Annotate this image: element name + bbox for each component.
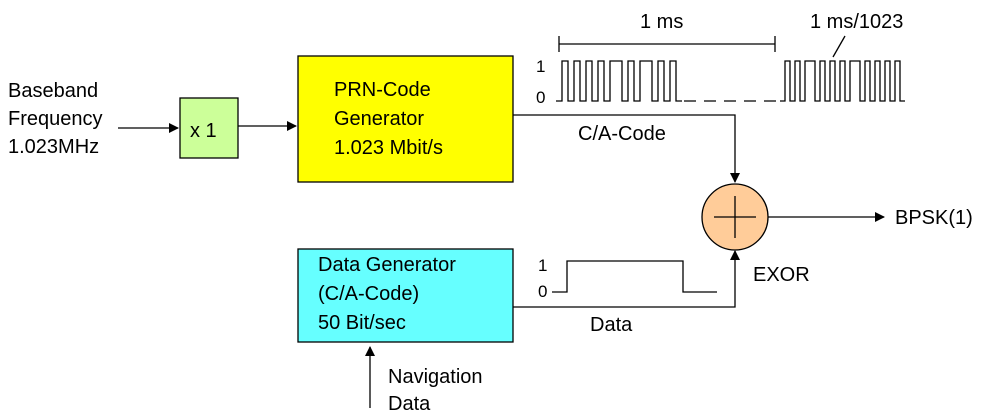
multiplier-block: x 1 <box>179 97 239 159</box>
output-label: BPSK(1) <box>895 207 973 229</box>
chip-pointer-line <box>832 35 846 58</box>
data-waveform: 1 0 <box>538 256 717 301</box>
data-generator-box <box>297 248 514 343</box>
prn-generator-box <box>297 55 514 183</box>
exor-gate <box>701 183 769 251</box>
data-generator-line1: Data Generator <box>318 254 456 276</box>
period-label: 1 ms <box>640 11 683 33</box>
data-level-low: 0 <box>538 282 547 301</box>
data-generator-line2: (C/A-Code) <box>318 283 419 305</box>
data-level-high: 1 <box>538 256 547 275</box>
navigation-label-line1: Navigation <box>388 366 483 388</box>
input-label: Baseband Frequency 1.023MHz <box>8 80 103 158</box>
input-label-line2: Frequency <box>8 108 103 130</box>
code-level-high: 1 <box>536 57 545 76</box>
data-generator-line3: 50 Bit/sec <box>318 312 406 334</box>
code-waveform-segment-end <box>780 60 905 102</box>
data-waveform-trace <box>552 260 717 293</box>
input-label-line1: Baseband <box>8 80 98 102</box>
prn-generator-line1: PRN-Code <box>334 79 431 101</box>
prn-generator-line2: Generator <box>334 108 424 130</box>
data-line <box>513 250 740 308</box>
multiplier-box <box>179 97 239 159</box>
code-waveform: 1 ms 1 ms/1023 1 0 <box>536 11 905 107</box>
navigation-label-line2: Data <box>388 393 431 415</box>
ca-code-line <box>513 114 740 183</box>
prn-generator-block: PRN-Code Generator 1.023 Mbit/s <box>297 55 514 183</box>
data-generator-block: Data Generator (C/A-Code) 50 Bit/sec <box>297 248 514 343</box>
chip-label: 1 ms/1023 <box>810 11 903 33</box>
multiplier-label: x 1 <box>190 120 217 142</box>
ca-code-label: C/A-Code <box>578 123 666 145</box>
code-level-low: 0 <box>536 88 545 107</box>
navigation-label: Navigation Data <box>388 366 483 415</box>
input-label-line3: 1.023MHz <box>8 136 99 158</box>
exor-label: EXOR <box>753 264 810 286</box>
code-waveform-segment-start <box>556 60 682 102</box>
prn-generator-line3: 1.023 Mbit/s <box>334 137 443 159</box>
data-label: Data <box>590 314 633 336</box>
